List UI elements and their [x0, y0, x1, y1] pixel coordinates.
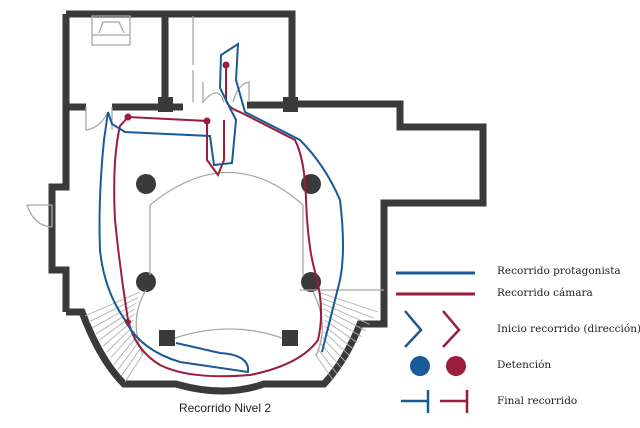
wall-block	[283, 97, 298, 112]
camera-stop-dot	[125, 319, 131, 325]
stair-tread	[88, 297, 139, 323]
stair-tread	[106, 325, 135, 353]
outer-wall-bottom	[66, 300, 388, 395]
legend-symbols	[396, 271, 475, 413]
stair-tread	[124, 353, 144, 383]
stair-tread	[117, 342, 139, 371]
stair-tread	[317, 348, 338, 375]
outer-wall-left	[48, 14, 70, 312]
stair-tread	[324, 319, 358, 344]
stair-tread	[84, 291, 141, 317]
protagonist-path	[98, 42, 344, 374]
legend-label-protagonist: Recorrido protagonista	[497, 265, 621, 277]
protagonist-path-line	[98, 42, 344, 374]
wall-block	[158, 97, 173, 112]
legend-label-stop: Detención	[497, 359, 552, 371]
legend-stop-dot-blue	[410, 356, 430, 376]
upper-wc-fixture	[91, 15, 131, 46]
stair-right-inner	[312, 291, 323, 357]
stair-tread	[113, 336, 137, 365]
walls	[48, 10, 487, 395]
door-arc-center	[202, 81, 250, 104]
stair-tread	[321, 336, 346, 362]
central-arc	[149, 171, 304, 275]
outer-wall-top	[66, 10, 487, 300]
camera-stop-dot	[124, 113, 132, 121]
legend-label-end: Final recorrido	[497, 395, 578, 407]
stair-tread	[92, 302, 137, 329]
legend-end-tbar-blue	[401, 390, 430, 413]
stair-tread	[314, 353, 334, 381]
bottom-arc	[174, 328, 283, 339]
column	[136, 272, 156, 292]
camera-path	[113, 65, 323, 378]
stairs	[84, 291, 379, 383]
camera-stop-dot	[203, 117, 211, 125]
pillars	[136, 97, 321, 346]
path-markers	[124, 61, 230, 325]
stair-tread	[321, 302, 370, 325]
legend-end-tbar-red	[440, 390, 469, 413]
door-arc-left	[85, 107, 113, 131]
legend-start-chevron-red	[442, 310, 461, 348]
stair-tread	[323, 331, 350, 356]
diagram-caption: Recorrido Nivel 2	[178, 401, 272, 415]
light-lines	[26, 15, 384, 357]
stair-tread	[319, 297, 375, 319]
legend-stop-dot-red	[446, 356, 466, 376]
column-square	[159, 330, 175, 346]
stair-tread	[324, 325, 354, 350]
stair-tread	[120, 348, 141, 377]
side-door	[26, 204, 53, 228]
stair-tread	[95, 308, 136, 335]
stair-tread	[323, 308, 366, 331]
column	[136, 174, 156, 194]
column-square	[282, 330, 298, 346]
legend-label-start: Inicio recorrido (dirección)	[497, 323, 640, 335]
camera-path-line	[113, 65, 323, 378]
stair-tread	[317, 291, 379, 313]
legend-start-chevron-blue	[404, 310, 423, 348]
legend-label-camera: Recorrido cámara	[497, 287, 593, 299]
stair-tread	[110, 331, 135, 359]
camera-stop-dot	[222, 61, 230, 69]
